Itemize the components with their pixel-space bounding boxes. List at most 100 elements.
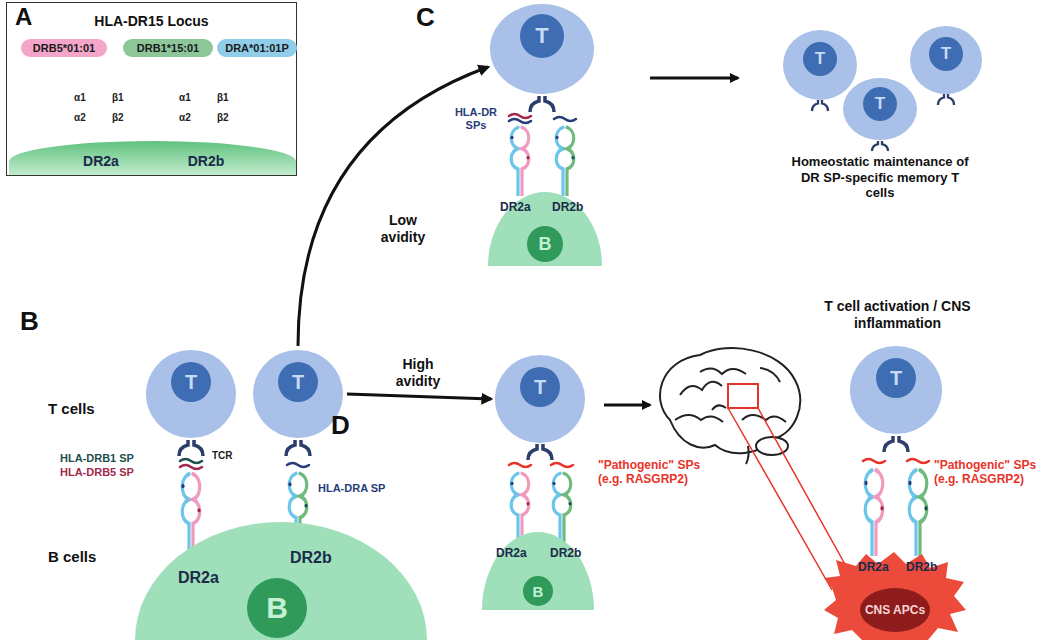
peptide (287, 463, 309, 467)
tcr-symbol (938, 94, 954, 105)
annotation-label: HLA-DRB5 SP (60, 466, 134, 479)
peptide-group (180, 459, 309, 469)
annotation-label: α1 (179, 92, 191, 104)
arrow (604, 404, 650, 407)
nucleus-label: CNS APCs (860, 588, 930, 632)
nucleus-label: T (171, 362, 211, 402)
t-cell: T (850, 346, 942, 434)
b-cell: B (482, 532, 594, 610)
annotation-label: DR2a (178, 568, 219, 587)
nucleus-label: T (876, 358, 916, 398)
nucleus-label: T (278, 362, 318, 402)
hla-molecule (510, 473, 529, 542)
annotation-label: DR2b (906, 560, 937, 574)
annotation-label: α1 (74, 92, 86, 104)
annotation-label: T cell activation / CNS inflammation (815, 298, 980, 332)
arrow-connector (347, 394, 491, 399)
gene-name: DRB1*15:01 (123, 39, 213, 57)
tcr-symbol (812, 100, 828, 111)
molecule-name: DR2a (81, 153, 121, 169)
annotation-label: α2 (74, 112, 86, 124)
annotation-label: DR2b (290, 548, 332, 567)
annotation-label: β1 (112, 92, 124, 104)
nucleus-label: B (247, 578, 307, 638)
annotation-label: HLA-DRA SP (318, 482, 385, 495)
panel-letter: A (15, 3, 32, 31)
nucleus-label: T (803, 42, 837, 76)
zoom-line (728, 408, 846, 590)
nucleus-label: B (527, 226, 563, 262)
peptide (551, 463, 573, 467)
peptide (907, 459, 929, 463)
peptide (509, 463, 531, 467)
peptide (509, 114, 531, 118)
t-cell: T (495, 355, 585, 443)
t-cell: T (910, 26, 982, 94)
gene-name: DRA*01:01P (217, 39, 297, 57)
brain-stem (746, 446, 749, 464)
hla-molecule (908, 470, 927, 556)
peptide-group (509, 459, 929, 467)
annotation-label: DR2a (500, 200, 531, 214)
apc-outline (824, 552, 966, 640)
annotation-label: β2 (217, 112, 229, 124)
brain-gyrus (675, 368, 786, 422)
panel-title: HLA-DR15 Locus (7, 13, 296, 29)
t-cell: T (843, 78, 917, 140)
annotation-label: DR2b (552, 200, 583, 214)
hla-molecule (864, 470, 883, 556)
t-cell: T (146, 350, 236, 438)
arrow (650, 77, 738, 80)
nucleus-label: B (523, 576, 553, 606)
nucleus-label: T (520, 367, 560, 407)
peptide (509, 119, 531, 123)
gene-box: DRB5*01:01 (21, 39, 107, 57)
peptide-group (509, 114, 576, 123)
annotation-label: B cells (48, 548, 96, 566)
panel-box: AHLA-DR15 LocusDRB5*01:01 DRB1*15:01DRA*0… (6, 2, 297, 176)
tcr-symbol (872, 141, 888, 151)
annotation-label: Homeostatic maintenance of DR SP-specifi… (790, 154, 970, 201)
hla-molecule (555, 127, 574, 196)
t-cell: T (253, 350, 343, 438)
panel-letter: C (416, 2, 435, 33)
molecule-name: DR2b (186, 153, 226, 169)
nucleus-label: T (520, 14, 564, 58)
panel-letter: D (331, 410, 350, 441)
annotation-label: α2 (179, 112, 191, 124)
annotation-label: β2 (112, 112, 124, 124)
zoom-box (728, 384, 758, 408)
annotation-label: "Pathogenic" SPs (e.g. RASGRP2) (934, 458, 1046, 487)
annotation-label: TCR (212, 450, 233, 462)
t-cell: T (783, 30, 857, 100)
tcr-symbol (286, 440, 310, 456)
peptide (554, 117, 576, 121)
annotation-label: T cells (48, 400, 95, 418)
hla-molecule (510, 127, 529, 196)
hla-molecule (552, 473, 571, 542)
peptide (863, 459, 885, 463)
peptide (180, 459, 202, 463)
tcr-symbol (528, 444, 552, 460)
tcr-symbol (179, 440, 203, 456)
annotation-label: HLA-DRB1 SP (60, 452, 134, 465)
peptide (180, 465, 202, 469)
nucleus-label: T (929, 37, 963, 71)
gene-box: DRB1*15:01 (123, 39, 213, 57)
annotation-label: DR2a (496, 546, 527, 560)
cell-membrane: DR2a DR2b (9, 141, 296, 175)
edge-label: Low avidity (372, 212, 434, 246)
t-cell: T (490, 4, 594, 94)
annotation-label: "Pathogenic" SPs (e.g. RASGRP2) (598, 458, 720, 487)
tcr-symbol (884, 436, 908, 452)
nucleus-label: T (863, 87, 897, 121)
annotation-label: DR2a (858, 560, 889, 574)
edge-label: High avidity (388, 356, 448, 390)
gene-name: DRB5*01:01 (21, 39, 107, 57)
annotation-label: HLA-DR SPs (448, 106, 504, 132)
panel-letter: B (20, 306, 39, 337)
annotation-label: β1 (217, 92, 229, 104)
annotation-label: DR2b (550, 546, 581, 560)
apc-cell: CNS APCs (822, 548, 968, 640)
